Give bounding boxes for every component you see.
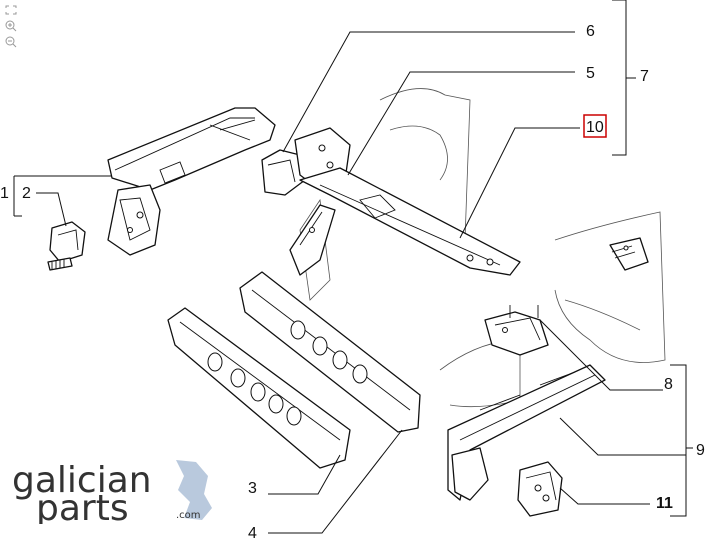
fit-to-screen-icon[interactable] (4, 4, 18, 16)
callout-3: 3 (248, 480, 257, 497)
part-11-small-bracket[interactable] (517, 461, 563, 517)
callout-7: 7 (640, 68, 649, 85)
logo-suffix: .com (176, 510, 201, 521)
part-3-lower-cross-member[interactable] (167, 307, 351, 469)
part-8-mounting-bracket[interactable] (484, 305, 549, 356)
zoom-out-icon[interactable] (4, 36, 18, 48)
callout-2: 2 (22, 185, 31, 202)
zoom-in-icon[interactable] (4, 20, 18, 32)
highlight-box (583, 114, 607, 138)
callout-4: 4 (248, 525, 257, 542)
part-1-front-bracket[interactable] (107, 107, 276, 256)
callout-1: 1 (0, 185, 9, 202)
part-4-lower-cross-member-rear[interactable] (239, 271, 421, 433)
part-5-cross-member-upper[interactable] (289, 167, 521, 276)
logo-line2: parts (36, 488, 129, 524)
galicia-map-shape (176, 460, 212, 520)
callout-6: 6 (586, 23, 595, 40)
part-9-side-rail[interactable] (447, 364, 606, 501)
callout-labels: 1 2 3 4 5 6 7 8 9 10 11 (0, 23, 705, 542)
part-2-bracket-with-bolt[interactable] (47, 221, 86, 271)
callout-9: 9 (696, 442, 705, 459)
callout-5: 5 (586, 65, 595, 82)
part-10-bracket-upper-right[interactable] (609, 237, 649, 271)
callout-11: 11 (656, 495, 673, 512)
leader-lines (13, 0, 693, 534)
logo-line1: galician (12, 460, 152, 501)
callout-10: 10 (586, 119, 604, 136)
galicianparts-logo: galician parts .com (12, 460, 212, 524)
callout-8: 8 (664, 376, 673, 393)
